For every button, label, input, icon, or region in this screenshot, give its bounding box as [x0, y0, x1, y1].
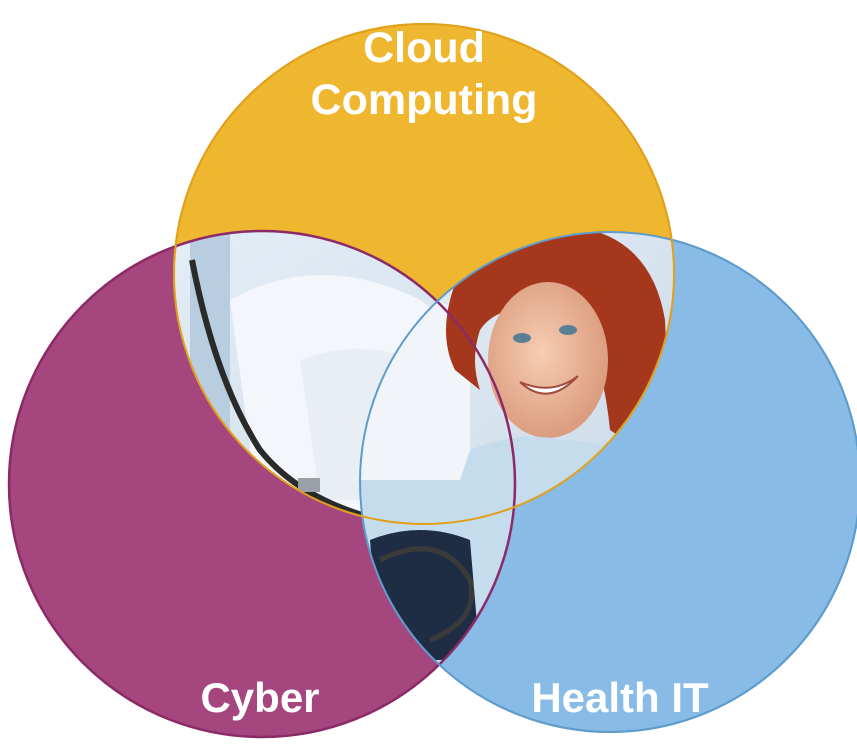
- cloud-computing-label-line-1: Cloud: [363, 24, 485, 72]
- health-it-label: Health IT: [531, 674, 709, 721]
- cyber-label: Cyber: [200, 674, 320, 721]
- cloud-computing-label: Cloud Computing: [274, 22, 574, 126]
- cloud-computing-label-line-2: Computing: [310, 76, 538, 124]
